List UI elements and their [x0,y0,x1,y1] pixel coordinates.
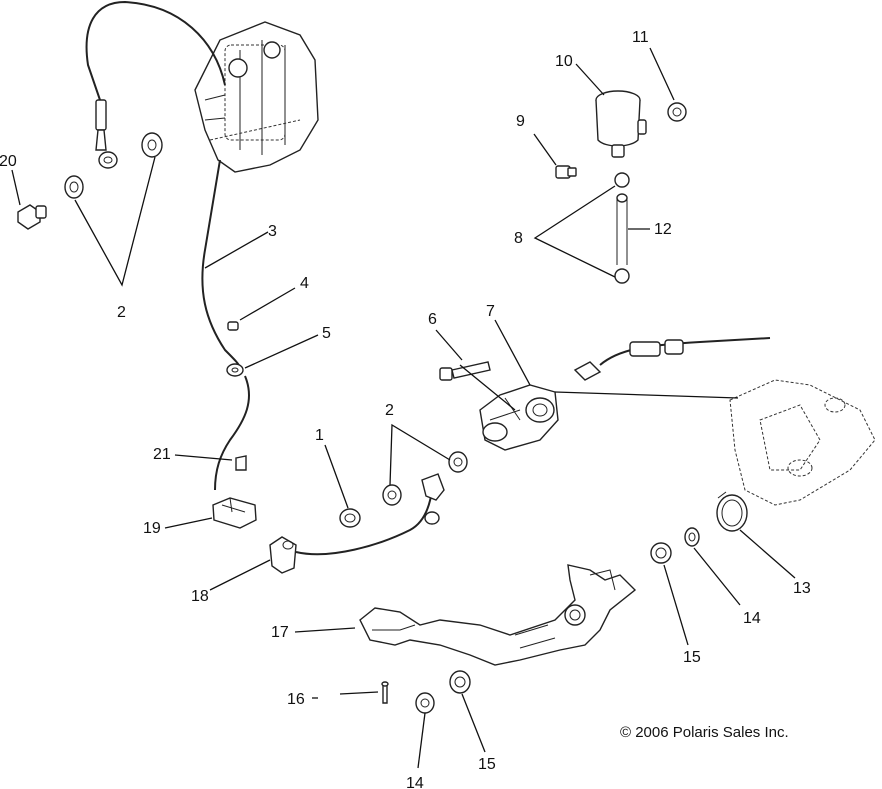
brake-line-3 [201,159,241,369]
screw-9 [555,165,577,179]
callout-21: 21 [153,446,171,463]
callout-9: 9 [516,113,525,130]
clamp-8-top [614,172,630,188]
washer-2-mid-right [448,451,468,473]
callout-5: 5 [322,325,331,342]
master-cylinder [194,21,319,173]
callout-14-bottom: 14 [406,775,424,789]
callout-17: 17 [271,624,289,641]
pin-16 [381,681,389,704]
nut-1 [339,508,361,528]
washer-2-left [64,175,84,199]
line-fitting-5 [226,363,244,377]
callout-11: 11 [632,29,649,46]
washer-2-right [141,132,163,158]
copyright-notice: © 2006 Polaris Sales Inc. [620,724,789,741]
reservoir-10 [595,90,647,158]
clamp-8-bottom [614,268,630,284]
switch-18 [269,536,297,574]
bushing-15-right [650,542,672,564]
callout-6: 6 [428,311,437,328]
callout-2-top: 2 [117,304,126,321]
lower-hose-fitting [421,473,445,525]
callout-15-right: 15 [683,649,701,666]
clip-4 [227,321,239,331]
caliper-bracket [729,379,876,506]
upper-hose [85,0,226,101]
reservoir-hose-12 [616,193,628,265]
lower-brake-hose [295,489,433,556]
callout-4: 4 [300,275,309,292]
callout-labels: 20 2 3 4 5 21 19 18 1 2 6 7 8 9 10 11 12… [0,29,811,789]
callout-20: 20 [0,153,17,170]
callout-7: 7 [486,303,495,320]
callout-18: 18 [191,588,209,605]
clip-21 [235,455,247,471]
bracket-19 [212,497,257,529]
callout-2-mid: 2 [385,402,394,419]
washer-2-mid-left [382,484,402,506]
bolt-6 [439,361,491,381]
washer-14-bottom [415,692,435,714]
leader-lines [11,47,796,769]
callout-14-right: 14 [743,610,761,627]
callout-12: 12 [654,221,672,238]
caliper-7 [479,384,559,451]
nut-11 [667,102,687,122]
banjo-bolt-20 [17,204,47,230]
bushing-15-bottom [449,670,471,694]
hose-fitting-upper [95,99,118,169]
washer-14-right [684,527,700,547]
callout-10: 10 [555,53,573,70]
callout-19: 19 [143,520,161,537]
callout-13: 13 [793,580,811,597]
callout-1: 1 [315,427,324,444]
brake-pedal-17 [359,564,637,666]
callout-8: 8 [514,230,523,247]
callout-3: 3 [268,223,277,240]
brake-line-lower [214,375,250,491]
callout-15-bottom: 15 [478,756,496,773]
rear-brake-hose [573,337,771,381]
callout-16: 16 [287,691,305,708]
spring-clip-13 [716,491,748,532]
